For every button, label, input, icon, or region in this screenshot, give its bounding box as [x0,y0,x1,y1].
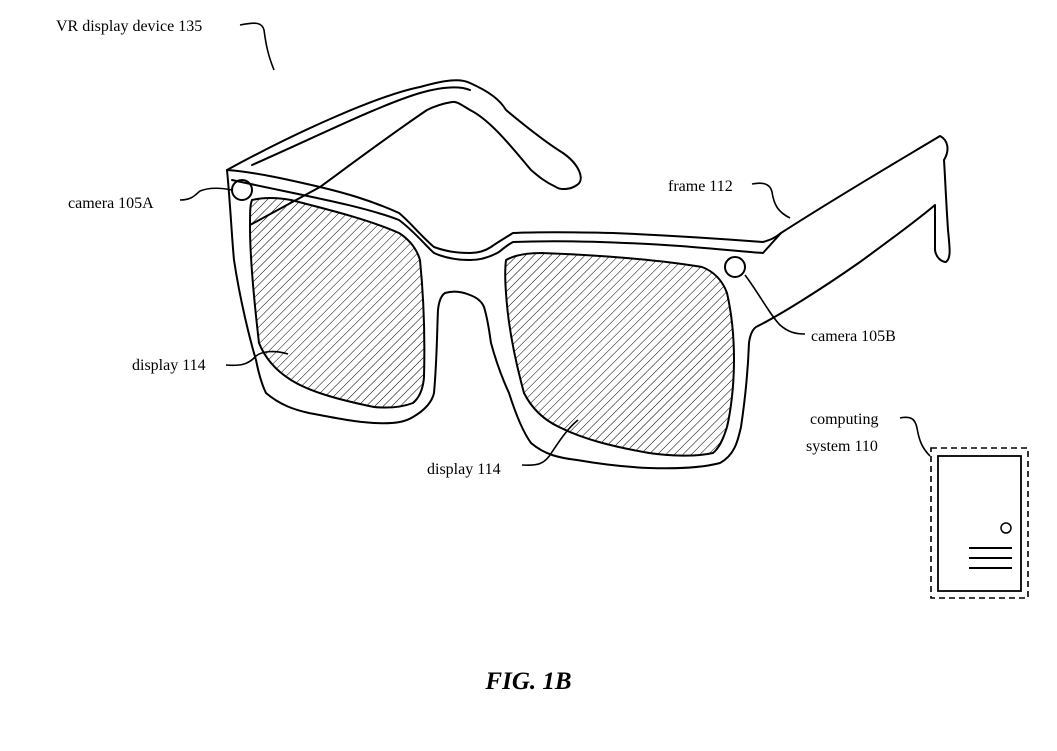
left-temple-inner-line [251,86,471,166]
label-computing-line1: computing [810,411,879,428]
right-display-lens [504,252,735,457]
leader-display-left [225,350,289,367]
label-camera-105b: camera 105B [811,328,896,345]
label-frame-112: frame 112 [668,178,733,195]
left-display-lens [249,197,426,409]
left-temple-arm [226,79,582,191]
computing-system-tower [937,455,1022,592]
leader-camera-a [179,187,233,201]
leader-vr-device [239,22,275,71]
label-vr-display-device: VR display device 135 [56,18,203,35]
leader-camera-b [744,274,806,335]
frame-top-inner-line [231,179,782,261]
label-display-114-left: display 114 [132,357,206,374]
camera-105b-icon [724,256,746,278]
leader-frame [751,182,791,219]
label-display-114-right: display 114 [427,461,501,478]
figure-caption: FIG. 1B [485,668,572,695]
label-camera-105a: camera 105A [68,195,154,212]
leader-display-right [521,419,579,467]
leader-computing [899,416,931,457]
label-computing-line2: system 110 [806,438,878,455]
frame-outline [226,135,951,470]
computing-system-boundary [930,447,1029,599]
computing-system-power-icon [1000,522,1012,534]
